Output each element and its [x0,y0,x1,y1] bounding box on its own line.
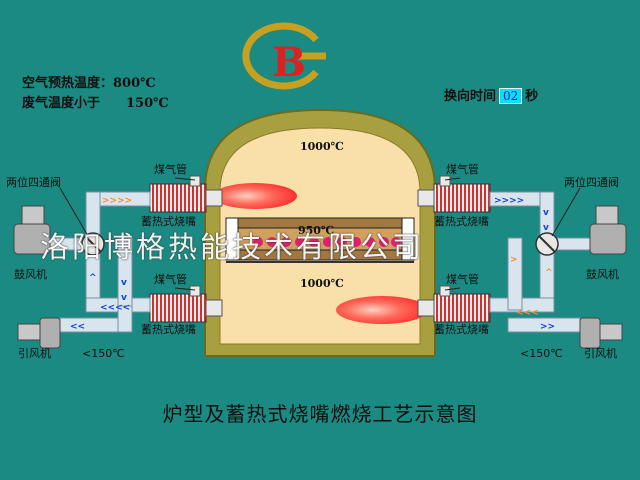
svg-text:<<<: <<< [516,308,539,318]
furnace [204,108,436,357]
company-logo: B [242,22,326,90]
left-gas-pipe-top-label: 煤气管 [154,163,187,176]
furnace-middle-temp: 950℃ [298,224,335,237]
air-preheat-value: 800℃ [113,76,156,91]
right-burner-top [417,175,491,213]
right-gas-pipe-bottom-label: 煤气管 [446,273,479,286]
svg-text:v: v [543,223,549,233]
left-blower-label: 鼓风机 [14,268,47,281]
reversing-unit: 秒 [525,89,539,104]
workpieces [253,237,401,247]
left-burner-top [149,175,223,213]
exhaust-flow-arrows: >>>> <<<< v v ^ v v << >> [70,196,555,332]
left-burner-bottom-label: 蓄热式烧嘴 [141,323,196,336]
company-watermark: 洛阳博格热能技术有限公司 [40,230,425,264]
left-gas-pipe-bottom-label: 煤气管 [154,273,187,286]
right-induced-fan-icon [579,317,623,349]
right-four-way-valve-icon [535,232,559,256]
left-induced-fan-icon [17,317,61,349]
air-preheat-param: 空气预热温度：800℃ [22,76,156,92]
svg-text:^: ^ [545,268,553,278]
left-burner-bottom [149,285,223,323]
exhaust-label: 废气温度小于 [22,96,101,111]
right-ducts [489,191,601,333]
right-valve-label: 两位四通阀 [564,176,619,189]
right-blower-label: 鼓风机 [586,268,619,281]
svg-text:>>: >> [540,322,555,332]
left-ducts [39,191,151,333]
svg-text:>>>>: >>>> [494,196,524,206]
left-exhaust-temp-label: <150℃ [82,347,125,360]
svg-text:v: v [121,278,127,288]
right-burner-bottom [417,285,491,323]
svg-text:<<<<: <<<< [100,303,130,313]
right-exhaust-temp-label: <150℃ [520,347,563,360]
left-blower-icon [13,205,51,255]
diagram-caption: 炉型及蓄热式烧嘴燃烧工艺示意图 [162,402,478,426]
reversing-label: 换向时间 [444,89,497,104]
right-burner-top-label: 蓄热式烧嘴 [434,215,489,228]
logo-letter-b: B [272,39,306,86]
air-preheat-label: 空气预热温度： [22,76,114,91]
svg-text:v: v [121,293,127,303]
left-valve-label: 两位四通阀 [6,176,61,189]
svg-text:>>>>: >>>> [102,196,132,206]
air-flow-arrows: >>>> <<< > ^ [102,196,553,318]
right-blower-icon [589,205,627,255]
flame-bottom-right [336,296,428,324]
exhaust-param: 废气温度小于 150℃ [22,96,169,112]
reversing-value: 02 [499,88,523,104]
svg-text:>: > [510,255,518,265]
left-induced-fan-label: 引风机 [18,347,51,360]
svg-text:^: ^ [89,273,97,283]
svg-text:v: v [543,208,549,218]
furnace-bottom-temp: 1000℃ [300,277,344,290]
right-gas-pipe-top-label: 煤气管 [446,163,479,176]
furnace-top-temp: 1000℃ [300,140,344,153]
right-induced-fan-label: 引风机 [584,347,617,360]
exhaust-value: 150℃ [126,96,169,111]
left-burner-top-label: 蓄热式烧嘴 [141,215,196,228]
flame-top-left [213,183,297,209]
svg-text:<<: << [70,322,85,332]
right-burner-bottom-label: 蓄热式烧嘴 [434,323,489,336]
left-four-way-valve-icon [81,232,105,256]
